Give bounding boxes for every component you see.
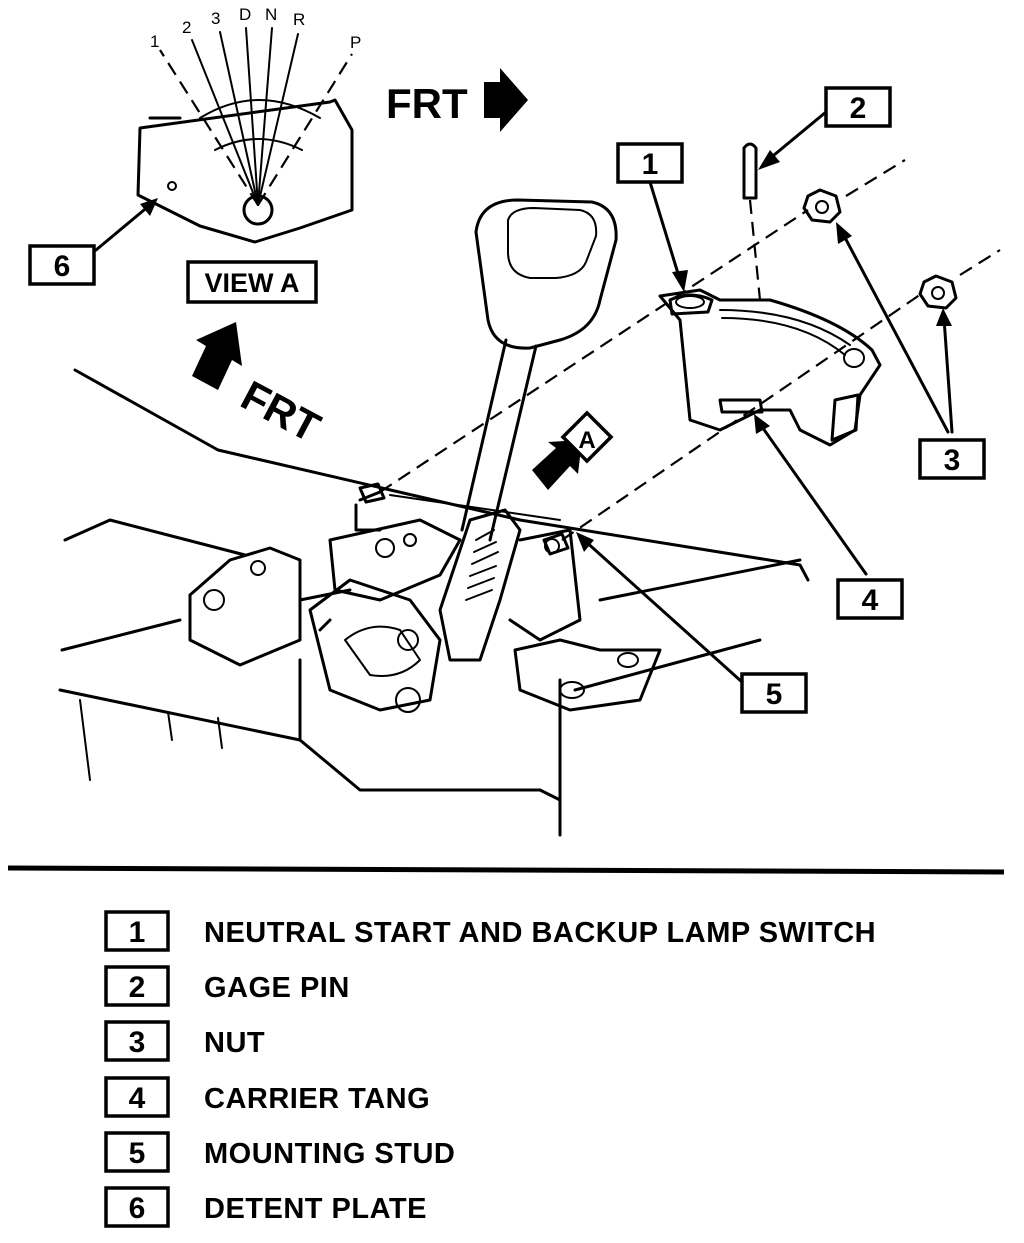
shift-lever	[460, 198, 618, 542]
legend-text-3: NUT	[204, 1027, 265, 1059]
frt-top: FRT	[386, 68, 528, 132]
callout-4-number: 4	[862, 584, 879, 617]
gear-label-d: D	[239, 5, 251, 24]
legend-text-1: NEUTRAL START AND BACKUP LAMP SWITCH	[204, 917, 876, 949]
legend-text-5: MOUNTING STUD	[204, 1138, 455, 1170]
gear-label-3: 3	[211, 9, 220, 28]
callout-3: 3	[918, 438, 986, 480]
gear-label-2: 2	[182, 18, 191, 37]
legend: 1 NEUTRAL START AND BACKUP LAMP SWITCH 2…	[104, 910, 876, 1228]
callout-6: 6	[28, 244, 96, 286]
frt-lower-arrow-icon	[192, 322, 242, 390]
detent-arc-inner	[214, 138, 303, 151]
legend-number-1: 1	[129, 916, 146, 949]
position-line-1	[159, 49, 259, 206]
gear-label-r: R	[293, 10, 305, 29]
legend-item-3: 3 NUT	[104, 1020, 265, 1062]
callout-1: 1	[616, 142, 684, 184]
legend-text-6: DETENT PLATE	[204, 1193, 427, 1225]
view-a-marker: A	[532, 410, 614, 490]
legend-text-4: CARRIER TANG	[204, 1083, 430, 1115]
gear-label-n: N	[265, 5, 277, 24]
neutral-start-switch	[658, 288, 882, 447]
callout-2: 2	[824, 86, 892, 128]
position-line-2	[191, 39, 259, 206]
view-a-label-box	[186, 260, 318, 304]
view-a-label: VIEW A	[204, 268, 299, 298]
view-arrow-icon	[532, 440, 582, 490]
callout-6-number: 6	[54, 250, 71, 283]
legend-item-1: 1 NEUTRAL START AND BACKUP LAMP SWITCH	[104, 910, 876, 952]
plate-hole	[167, 181, 177, 191]
frt-lower: FRT	[192, 322, 328, 451]
gage-pin	[742, 142, 762, 301]
console-floor	[58, 368, 810, 837]
callout-5: 5	[740, 672, 808, 714]
legend-text-2: GAGE PIN	[204, 972, 350, 1004]
mounting-stud-left	[358, 482, 386, 504]
legend-item-5: 5 MOUNTING STUD	[104, 1131, 455, 1173]
legend-item-2: 2 GAGE PIN	[104, 965, 350, 1007]
callout-2-number: 2	[850, 92, 867, 125]
view-a-inset: 1 2 3 D N R P VIEW A	[136, 5, 361, 304]
frt-lower-label: FRT	[234, 371, 328, 451]
nut-upper	[802, 188, 842, 224]
frt-top-arrow-icon	[484, 68, 528, 132]
mounting-stud-right	[542, 532, 570, 556]
position-line-3	[219, 31, 259, 206]
legend-item-6: 6 DETENT PLATE	[104, 1186, 427, 1228]
callout-3-number: 3	[944, 444, 961, 477]
view-marker-label: A	[578, 427, 595, 454]
legend-number-4: 4	[129, 1082, 146, 1115]
legend-number-3: 3	[129, 1026, 146, 1059]
legend-number-2: 2	[129, 971, 146, 1004]
gear-label-p: P	[350, 33, 361, 52]
position-line-p	[257, 53, 353, 206]
gear-label-1: 1	[150, 32, 159, 51]
frt-top-label: FRT	[386, 80, 468, 127]
callout-1-number: 1	[642, 148, 659, 181]
position-line-n	[257, 27, 273, 206]
callout-5-number: 5	[766, 678, 783, 711]
legend-number-6: 6	[129, 1192, 146, 1225]
callout-4: 4	[836, 578, 904, 620]
nut-lower	[918, 274, 958, 310]
view-marker-box	[560, 410, 614, 464]
detent-arc	[199, 99, 321, 119]
legend-separator	[7, 865, 1005, 875]
detent-plate-outline	[136, 98, 354, 244]
alignment-lines	[379, 159, 1001, 541]
leaders	[94, 110, 954, 684]
position-line-r	[257, 33, 299, 206]
legend-item-4: 4 CARRIER TANG	[104, 1076, 430, 1118]
shifter-base	[188, 490, 662, 713]
position-line-d	[245, 27, 259, 206]
legend-number-5: 5	[129, 1137, 146, 1170]
